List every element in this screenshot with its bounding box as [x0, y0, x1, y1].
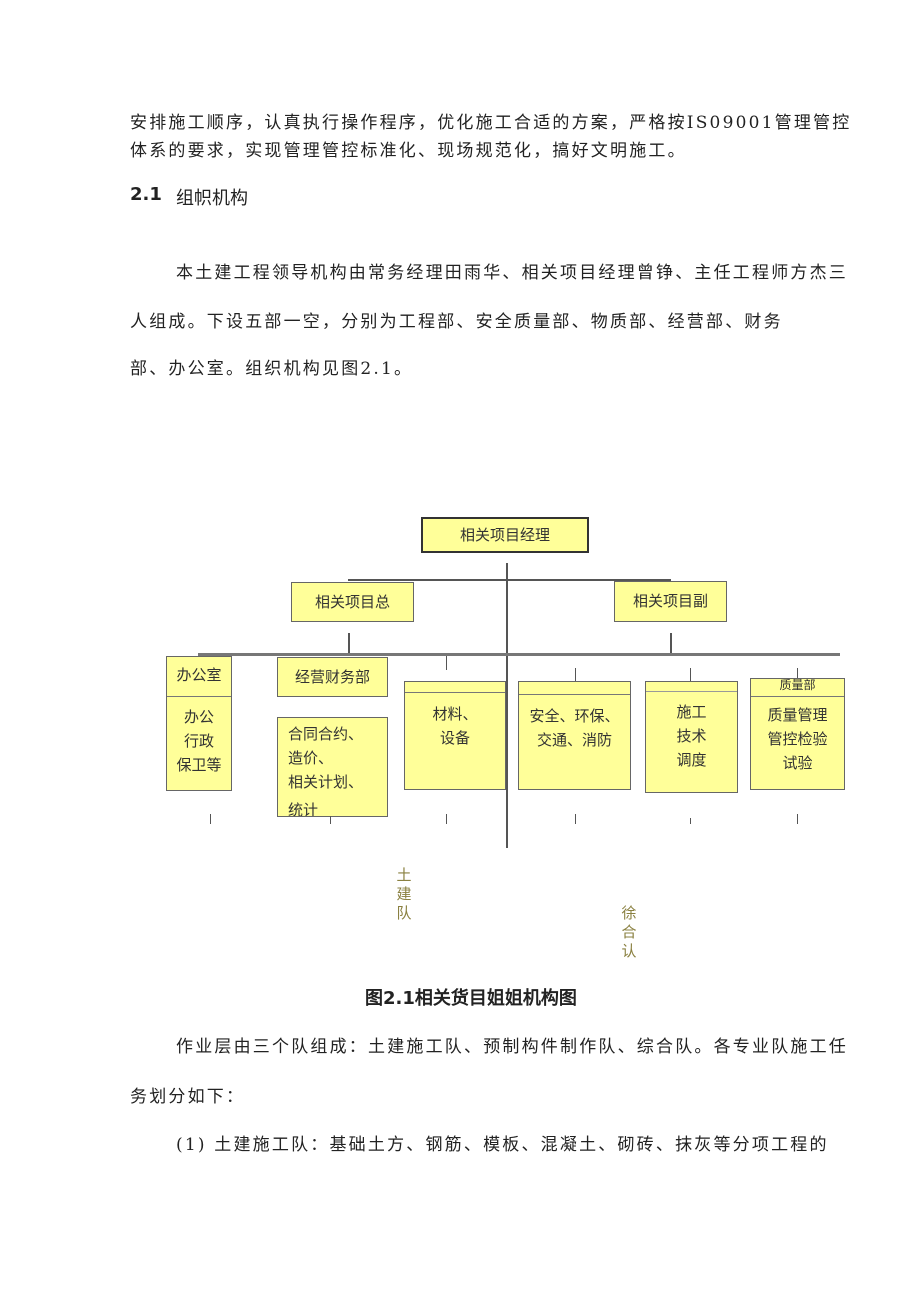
- connector-line: [575, 814, 576, 824]
- org-node-project-deputy: 相关项目副: [614, 581, 727, 622]
- team-label-civil: 土建队: [396, 866, 412, 922]
- paragraph-line: 部、办公室。组织机构见图2.1。: [130, 359, 414, 379]
- team-label-general: 徐合认: [621, 904, 637, 960]
- node-text: 合同合约、: [288, 725, 364, 743]
- node-text: 材料、: [432, 705, 478, 723]
- connector-line: [446, 814, 447, 824]
- node-text: 行政: [183, 732, 214, 750]
- connector-line: [348, 579, 671, 581]
- figure-caption: 图2.1相关货目姐姐机构图: [365, 988, 577, 1009]
- org-node-finance: 经营财务部: [277, 657, 388, 697]
- org-node-materials: 材料、 设备: [404, 681, 506, 790]
- node-text: 保卫等: [176, 756, 222, 774]
- connector-line: [506, 563, 508, 848]
- connector-line: [198, 653, 840, 656]
- node-text: 调度: [676, 751, 707, 769]
- paragraph-line: 本土建工程领导机构由常务经理田雨华、相关项目经理曾铮、主任工程师方杰三: [176, 263, 848, 283]
- node-text: 管控检验: [767, 730, 828, 748]
- node-text: 相关计划、: [288, 773, 364, 791]
- node-text: 质量管理: [767, 706, 828, 724]
- org-node-safety: 安全、环保、 交通、消防: [518, 681, 631, 790]
- section-title: 组帜机构: [176, 188, 248, 209]
- paragraph-line: 务划分如下：: [130, 1087, 246, 1107]
- node-text: 试验: [782, 754, 813, 772]
- paragraph-line: 安排施工顺序，认真执行操作程序，优化施工合适的方案，严格按IS09001管理管控: [130, 113, 852, 133]
- paragraph-line: 体系的要求，实现管理管控标准化、现场规范化，搞好文明施工。: [130, 141, 687, 161]
- connector-line: [690, 818, 691, 824]
- org-node-technical: 施工 技术 调度: [645, 681, 738, 793]
- node-text: 造价、: [288, 749, 334, 767]
- node-text: 安全、环保、: [529, 707, 620, 725]
- paragraph-line: 作业层由三个队组成：土建施工队、预制构件制作队、综合队。各专业队施工任: [176, 1037, 848, 1057]
- connector-line: [797, 814, 798, 824]
- connector-line: [330, 816, 331, 824]
- connector-line: [690, 668, 691, 682]
- connector-line: [797, 668, 798, 680]
- connector-line: [446, 656, 447, 670]
- node-title: 办公室: [176, 666, 222, 684]
- org-node-project-manager: 相关项目经理: [421, 517, 589, 553]
- node-text: 办公: [183, 708, 214, 726]
- connector-line: [210, 814, 211, 824]
- node-text: 施工: [676, 703, 707, 721]
- org-node-office: 办公室 办公 行政 保卫等: [166, 656, 232, 791]
- org-node-quality: 质量部 质量管理 管控检验 试验: [750, 678, 845, 790]
- org-node-finance-duties: 合同合约、 造价、 相关计划、 统计: [277, 717, 388, 817]
- node-text: 交通、消防: [536, 731, 612, 749]
- section-number: 2.1: [130, 184, 162, 205]
- paragraph-line: (1) 土建施工队：基础土方、钢筋、模板、混凝土、砌砖、抹灰等分项工程的: [176, 1135, 829, 1155]
- node-text: 统计: [288, 801, 319, 817]
- paragraph-line: 人组成。下设五部一空，分别为工程部、安全质量部、物质部、经营部、财务: [130, 312, 783, 332]
- node-title: 质量部: [779, 678, 816, 692]
- connector-line: [575, 668, 576, 682]
- node-text: 技术: [676, 727, 707, 745]
- org-node-project-chief: 相关项目总: [291, 582, 414, 622]
- connector-line: [348, 633, 350, 654]
- connector-line: [670, 633, 672, 654]
- node-text: 设备: [439, 729, 470, 747]
